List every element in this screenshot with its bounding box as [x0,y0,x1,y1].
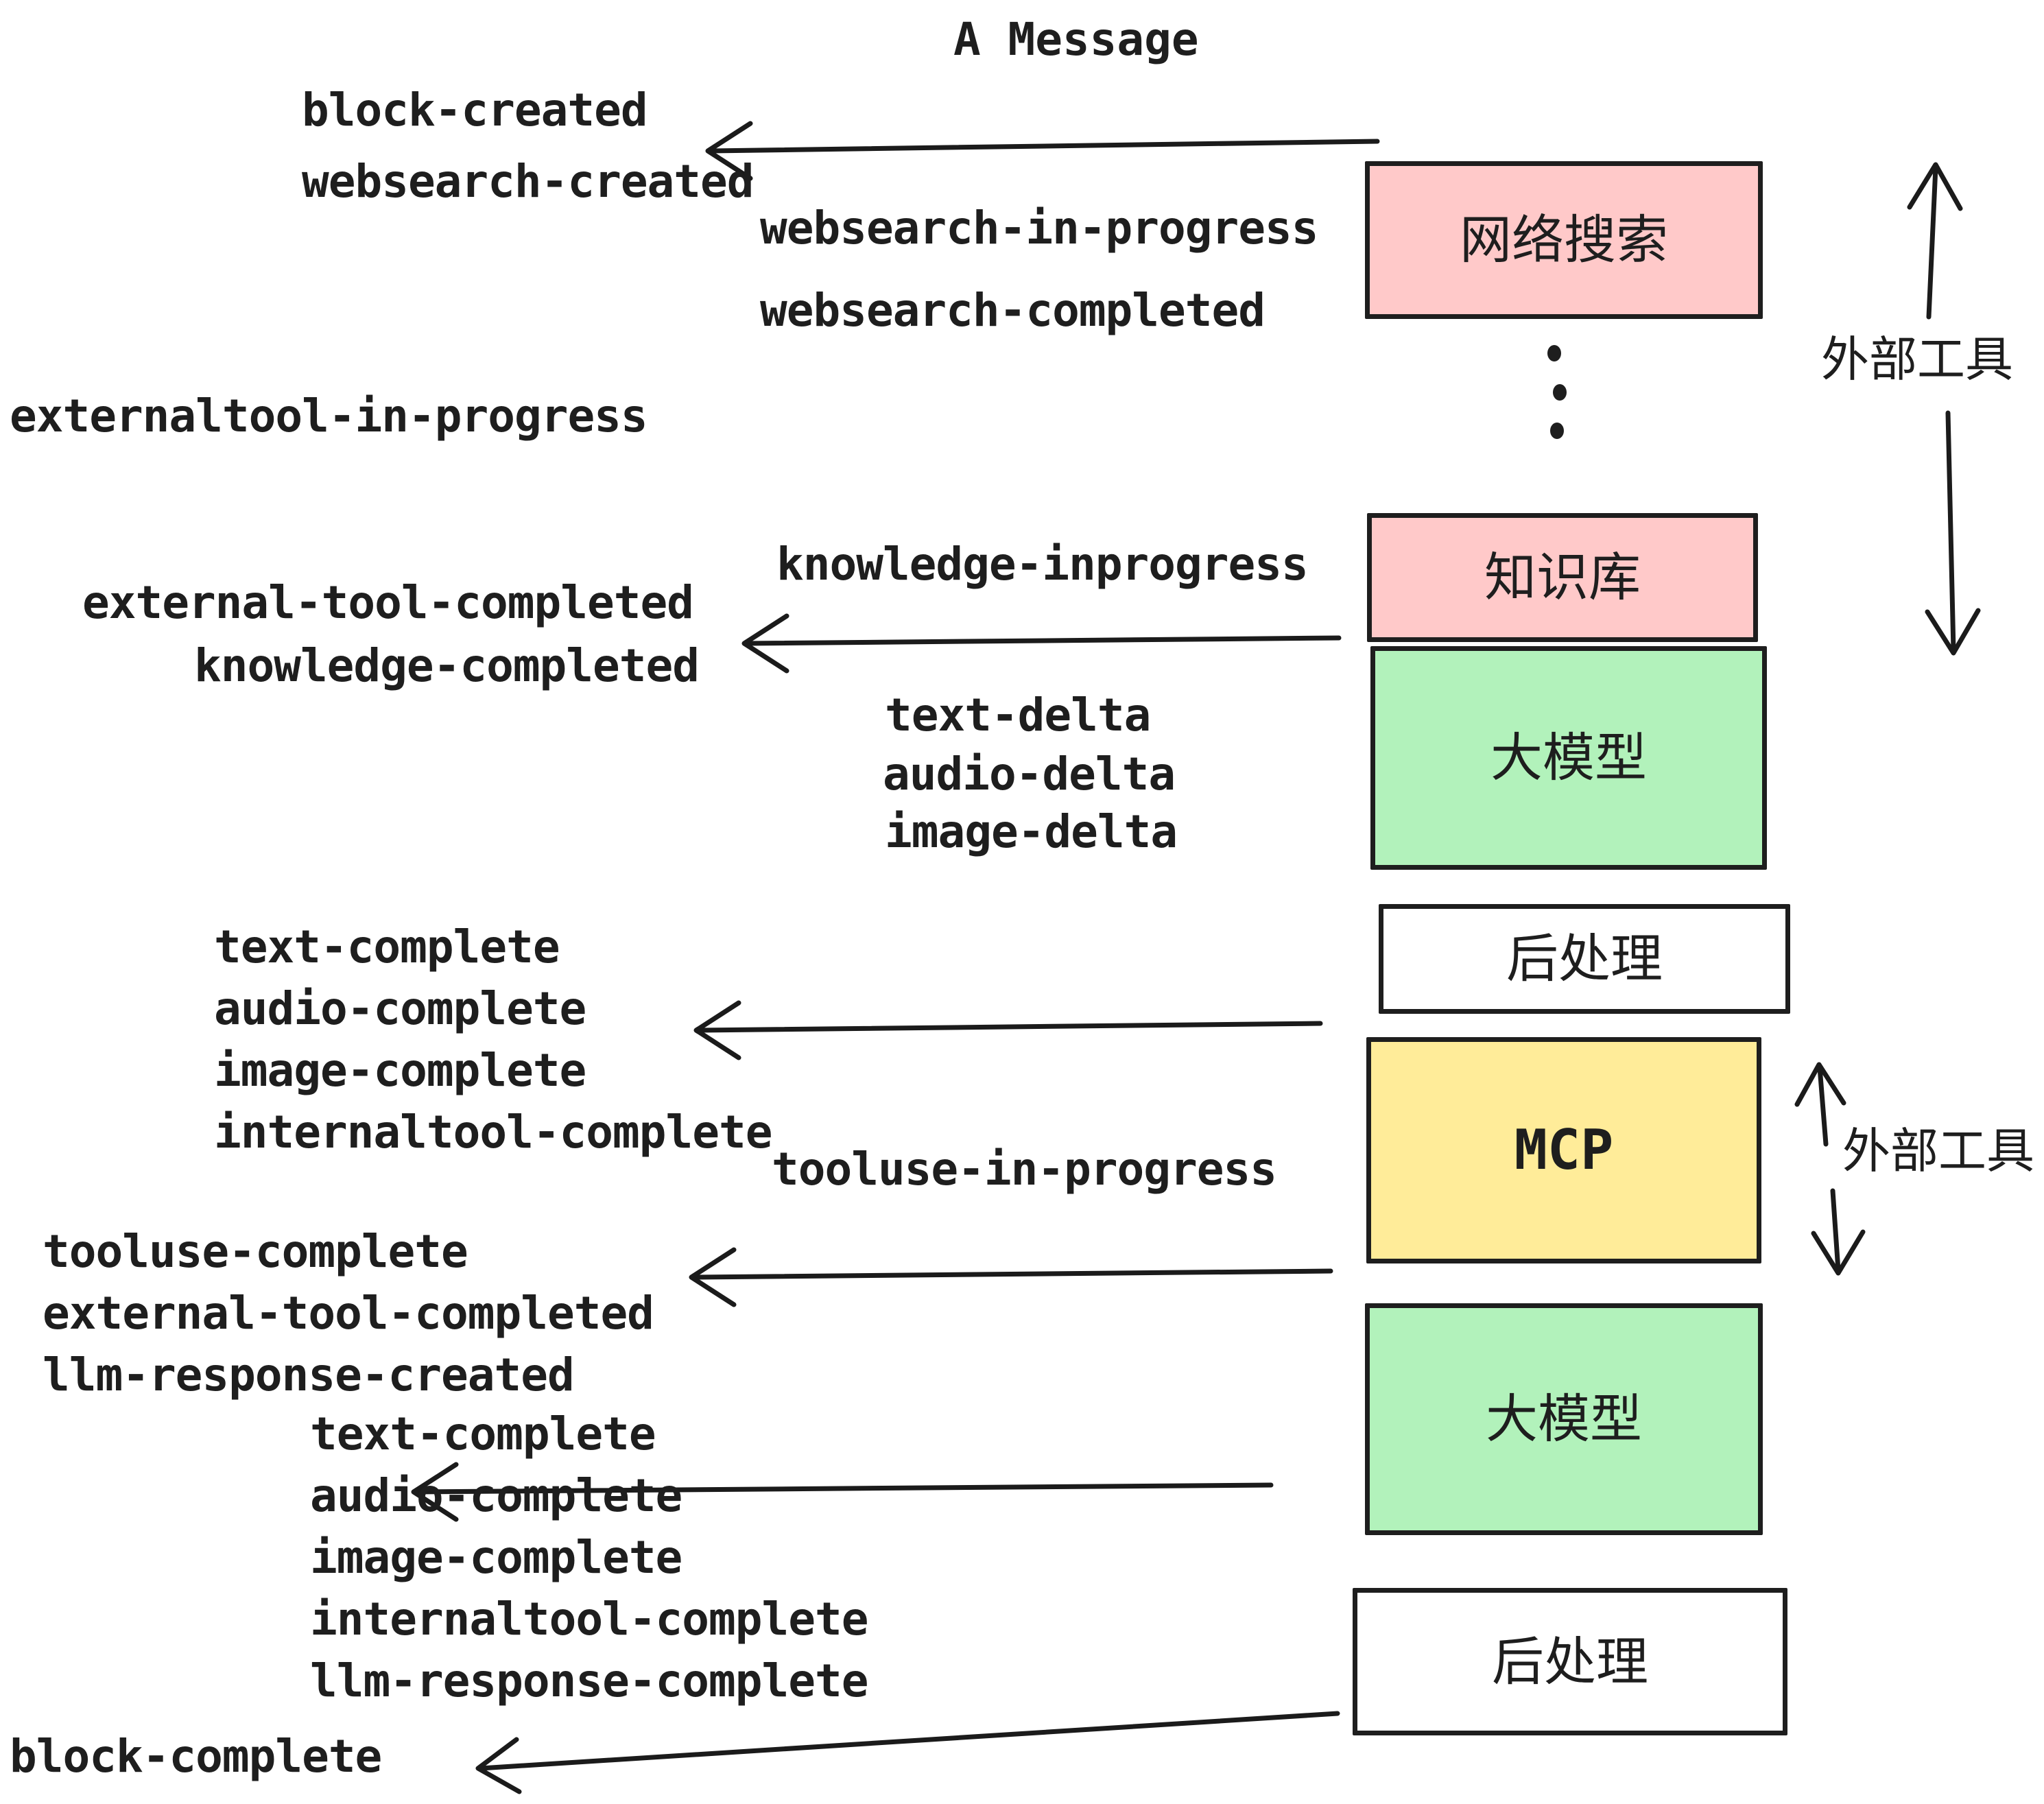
event-audio-delta-1: audio-delta [883,748,1176,800]
ellipsis-dot [1547,345,1561,361]
box-websearch: 网络搜索 [1365,161,1763,319]
box-llm-1: 大模型 [1370,646,1767,870]
event-external-tool-completed-2: external-tool-completed [43,1287,654,1340]
event-text-complete-2: text-complete [310,1408,656,1460]
page-title: A Message [953,13,1199,66]
box-postprocess-2: 后处理 [1353,1588,1787,1735]
arrow-left-to-block-created [705,121,1380,181]
side-label-external-tools-top: 外部工具 [1821,331,2013,388]
event-block-complete: block-complete [10,1730,382,1783]
event-external-tool-completed-1: external-tool-completed [82,576,694,629]
event-knowledge-completed: knowledge-completed [194,639,700,692]
ellipsis-dot [1550,423,1564,439]
event-audio-complete-1: audio-complete [214,982,586,1035]
event-text-complete-1: text-complete [214,921,560,973]
event-image-complete-1: image-complete [214,1044,586,1097]
box-llm-2: 大模型 [1365,1303,1763,1535]
event-image-delta-1: image-delta [885,805,1178,858]
event-externaltool-in-progress: externaltool-in-progress [10,390,648,442]
event-websearch-completed: websearch-completed [760,284,1265,337]
arrow-left-to-block-complete [475,1711,1340,1794]
event-llm-response-complete: llm-response-complete [310,1654,868,1707]
box-llm-2-label: 大模型 [1486,1388,1642,1449]
event-tooluse-complete: tooluse-complete [43,1225,468,1278]
double-arrow-external-tools-top [1907,162,1981,656]
event-internaltool-complete-2: internaltool-complete [310,1593,868,1646]
event-block-created: block-created [302,84,648,137]
event-internaltool-complete-1: internaltool-complete [214,1106,772,1159]
event-llm-response-created: llm-response-created [43,1349,575,1401]
event-knowledge-inprogress: knowledge-inprogress [776,538,1309,591]
event-image-complete-2: image-complete [310,1531,682,1584]
event-websearch-in-progress: websearch-in-progress [760,202,1318,254]
arrow-left-to-image-complete [693,1000,1323,1060]
box-llm-1-label: 大模型 [1490,727,1647,788]
box-knowledge: 知识库 [1367,513,1758,642]
box-postprocess-1: 后处理 [1379,904,1790,1014]
event-tooluse-in-progress: tooluse-in-progress [772,1143,1277,1196]
arrow-left-to-knowledge-completed [741,613,1342,674]
box-postprocess-1-label: 后处理 [1506,928,1663,989]
arrow-left-to-tooluse-complete [689,1247,1333,1307]
box-postprocess-2-label: 后处理 [1492,1630,1648,1692]
box-mcp: MCP [1366,1037,1761,1263]
event-websearch-created: websearch-created [302,155,754,208]
side-label-external-tools-bottom: 外部工具 [1842,1123,2034,1179]
box-websearch-label: 网络搜索 [1460,209,1668,270]
event-text-delta-1: text-delta [885,689,1151,741]
arrow-left-to-audio-complete [411,1462,1274,1522]
box-knowledge-label: 知识库 [1484,547,1641,608]
ellipsis-dot [1553,384,1567,401]
event-audio-complete-2: audio-complete [310,1469,682,1522]
double-arrow-external-tools-bottom [1794,1062,1866,1276]
box-mcp-label: MCP [1514,1118,1614,1182]
